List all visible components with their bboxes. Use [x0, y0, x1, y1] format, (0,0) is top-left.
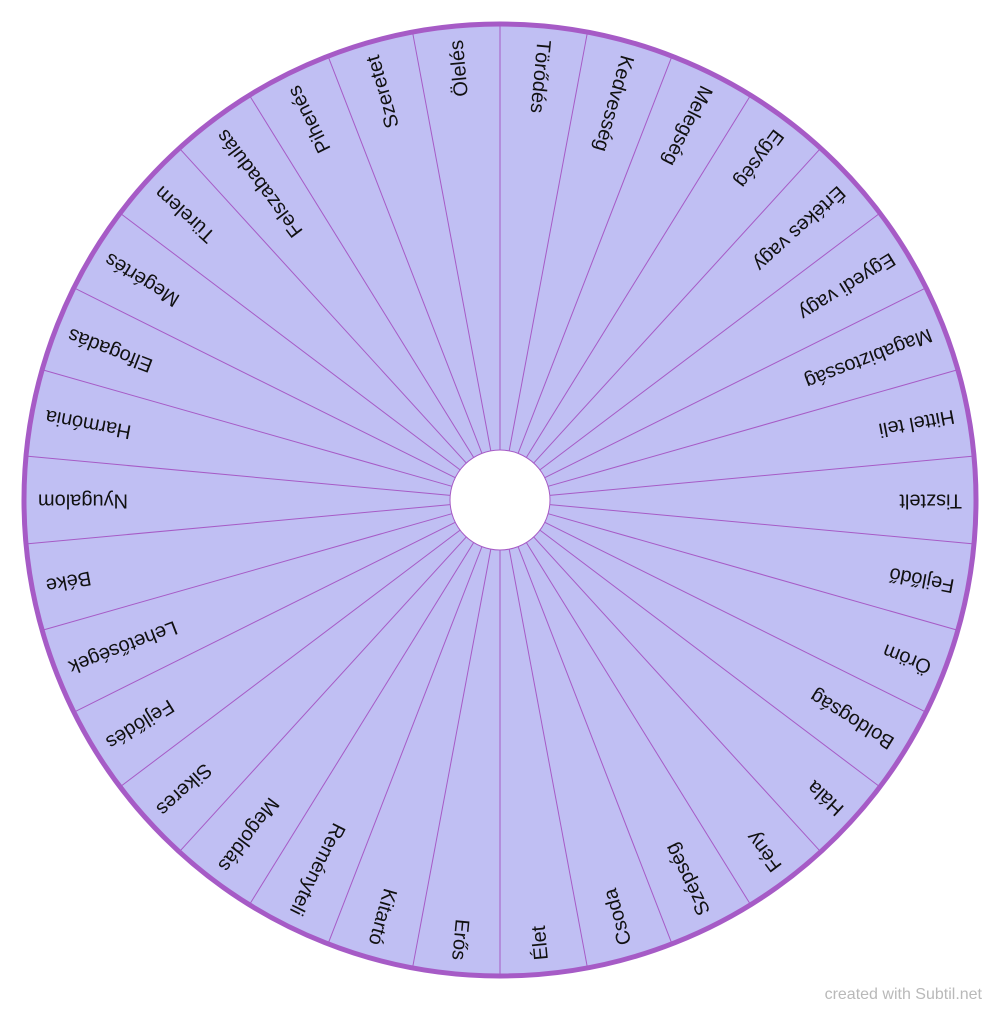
segment-divider	[508, 33, 588, 451]
segment-label: Tisztelt	[899, 490, 962, 512]
segment-label: Nyugalom	[38, 490, 128, 512]
segment-divider	[533, 536, 820, 851]
segment-divider	[544, 288, 925, 479]
segment-label: Élet	[527, 924, 553, 961]
wheel-hub	[449, 449, 551, 551]
segment-divider	[250, 96, 475, 458]
segment-divider	[121, 213, 461, 471]
segment-divider	[75, 521, 456, 712]
watermark-text: created with Subtil.net	[824, 986, 982, 1003]
segment-divider	[547, 369, 957, 487]
segment-divider	[525, 96, 750, 458]
wheel-rim	[21, 21, 979, 979]
segment-divider	[508, 549, 588, 967]
segment-divider	[412, 549, 492, 967]
segment-divider	[544, 521, 925, 712]
segment-divider	[539, 213, 879, 471]
segment-divider	[549, 455, 973, 496]
segment-divider	[250, 542, 475, 904]
segment-divider	[328, 546, 483, 943]
segment-divider	[533, 149, 820, 464]
segment-divider	[180, 536, 467, 851]
segment-divider	[121, 529, 461, 787]
segment-divider	[43, 369, 453, 487]
segment-divider	[517, 57, 672, 454]
segment-label: Ölelés	[446, 39, 473, 97]
segment-divider	[27, 504, 451, 545]
segment-divider	[27, 455, 451, 496]
wheel-dividers	[27, 26, 973, 974]
segment-divider	[547, 513, 957, 631]
segment-divider	[180, 149, 467, 464]
segment-divider	[412, 33, 492, 451]
segment-divider	[549, 504, 973, 545]
segment-divider	[539, 529, 879, 787]
segment-label: Erős	[447, 918, 473, 961]
segment-divider	[525, 542, 750, 904]
segment-divider	[517, 546, 672, 943]
segment-divider	[328, 57, 483, 454]
segment-divider	[75, 288, 456, 479]
segment-divider	[43, 513, 453, 631]
